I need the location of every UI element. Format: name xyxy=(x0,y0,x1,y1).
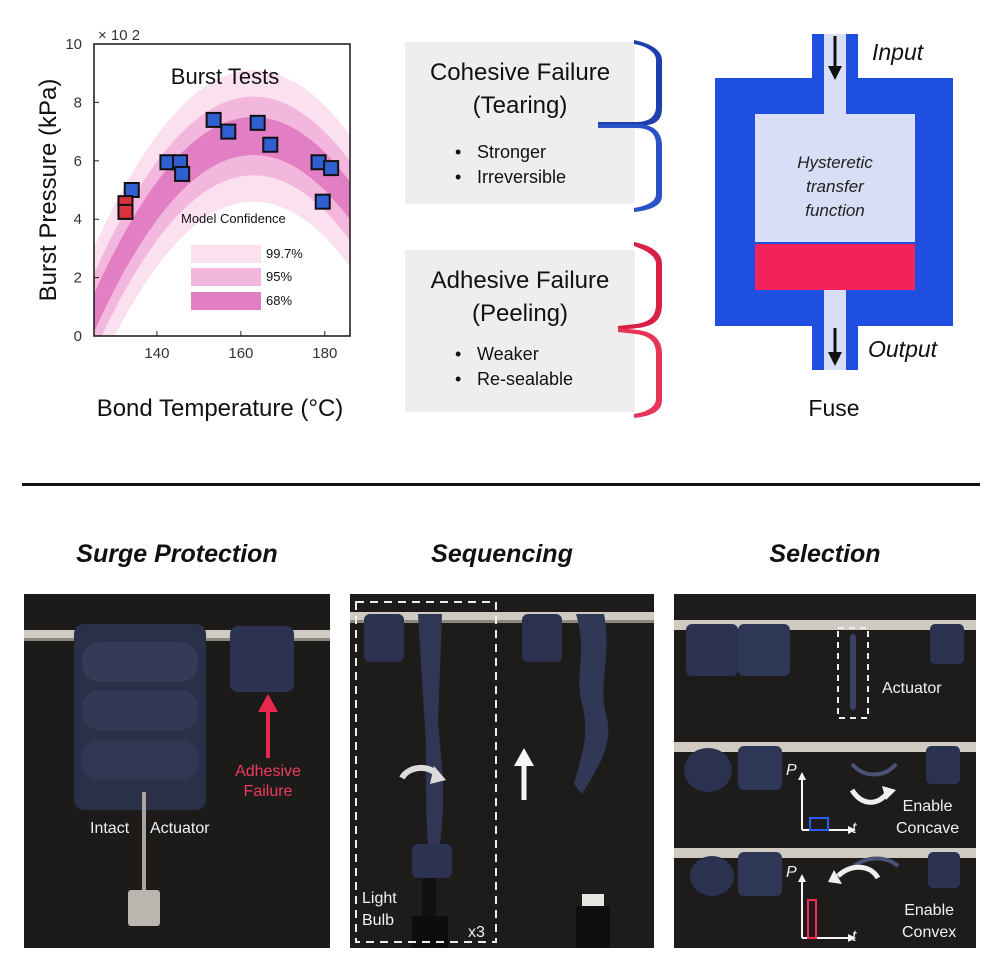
adhesive-title-line1: Adhesive Failure xyxy=(430,267,610,294)
surge-protection-photo: Adhesive Failure Intact Actuator xyxy=(24,594,330,948)
pt-plot-convex xyxy=(798,874,856,942)
x-tick-label: 160 xyxy=(228,345,253,362)
x-tick-label: 180 xyxy=(312,345,337,362)
axis-t-label-1: t xyxy=(852,820,857,837)
cohesive-bullet-irreversible: Irreversible xyxy=(451,165,566,190)
adhesive-failure-label: Adhesive Failure xyxy=(218,762,318,802)
adhesive-failure-box: Adhesive Failure (Peeling) Weaker Re-sea… xyxy=(405,250,635,412)
surge-scene xyxy=(24,594,330,948)
legend-label-95: 95% xyxy=(266,269,292,284)
bulb-label: Bulb xyxy=(362,912,395,929)
selection-title: Selection xyxy=(769,540,881,568)
y-tick-label: 4 xyxy=(74,211,82,228)
cohesive-tearing-icon xyxy=(598,40,662,212)
data-point xyxy=(220,123,237,140)
burst-tests-chart: 140 160 180 0 2 4 6 8 10 × 10 2 Burst Tests Mode… xyxy=(35,27,351,422)
enable-convex-line1: Enable xyxy=(904,902,955,919)
surge-protection-title: Surge Protection xyxy=(76,540,278,568)
legend-swatch-68 xyxy=(191,292,261,310)
data-point xyxy=(314,193,331,210)
selection-photo: Actuator P t Enable Concave P t Enable C… xyxy=(674,594,976,948)
confidence-band-68 xyxy=(94,117,350,333)
selection-actuator-dashed-box xyxy=(837,627,869,719)
y-tick-label: 8 xyxy=(74,94,82,111)
selection-actuator-label: Actuator xyxy=(882,680,942,697)
adhesive-failure-title: Adhesive Failure (Peeling) xyxy=(405,264,635,330)
adhesive-title-line2: (Peeling) xyxy=(471,300,569,327)
pt-plot-concave xyxy=(798,772,856,834)
chart-title: Burst Tests xyxy=(171,64,279,89)
light-label: Light xyxy=(362,890,397,907)
legend-swatch-99-7 xyxy=(191,245,261,263)
input-arrow-icon xyxy=(828,36,842,80)
cohesive-failure-title: Cohesive Failure (Tearing) xyxy=(405,56,635,122)
cohesive-title-line1: Cohesive Failure xyxy=(429,59,611,86)
adhesive-peeling-icon xyxy=(618,242,662,418)
hanging-weight xyxy=(128,890,160,926)
cohesive-bullets: Stronger Irreversible xyxy=(451,140,566,190)
up-arrow-white-icon xyxy=(514,748,534,800)
data-point xyxy=(323,160,340,177)
data-point xyxy=(123,182,140,198)
data-point xyxy=(117,203,134,220)
cohesive-bullet-stronger: Stronger xyxy=(451,140,566,165)
adhesive-bullets: Weaker Re-sealable xyxy=(451,342,573,392)
adhesive-bullet-weaker: Weaker xyxy=(451,342,573,367)
enable-convex-label: Enable Convex xyxy=(902,900,956,944)
cohesive-title-line2: (Tearing) xyxy=(472,92,568,119)
plot-frame xyxy=(93,43,351,337)
sequencing-photo: Light Bulb x3 xyxy=(350,594,654,948)
data-point xyxy=(174,165,191,182)
y-tick-label: 2 xyxy=(74,270,82,287)
fuse-inner-line2: transfer xyxy=(806,177,865,196)
enable-concave-label: Enable Concave xyxy=(896,796,959,840)
sequencing-scene xyxy=(350,594,654,948)
fuse-inner-line3: function xyxy=(805,201,865,220)
x3-label: x3 xyxy=(468,924,485,941)
fuse-chamber xyxy=(755,114,915,242)
sequencing-dashed-box xyxy=(355,601,497,943)
data-point xyxy=(262,136,279,153)
y-tick-label: 10 xyxy=(65,36,82,53)
axis-p-label-1: P xyxy=(786,762,797,779)
up-arrow-icon xyxy=(258,694,278,758)
fuse-diagram: Input Output Hysteretic transfer functio… xyxy=(715,34,953,421)
y-multiplier-label: × 10 2 xyxy=(98,27,140,44)
failed-actuator xyxy=(230,626,294,692)
data-point xyxy=(205,111,222,128)
fuse-output-label: Output xyxy=(868,336,939,362)
adhesive-failure-line2: Failure xyxy=(243,783,293,800)
enable-concave-line1: Enable xyxy=(902,798,953,815)
legend-swatch-95 xyxy=(191,268,261,286)
selection-scene xyxy=(674,594,976,948)
y-tick-label: 6 xyxy=(74,153,82,170)
x-tick-label: 140 xyxy=(144,345,169,362)
legend-title: Model Confidence xyxy=(181,211,286,226)
cohesive-failure-box: Cohesive Failure (Tearing) Stronger Irre… xyxy=(405,42,635,204)
axis-t-label-2: t xyxy=(852,928,857,945)
legend-label-68: 68% xyxy=(266,293,292,308)
fuse-red-seal xyxy=(755,244,915,290)
fuse-input-label: Input xyxy=(872,39,925,65)
enable-convex-line2: Convex xyxy=(902,924,957,941)
x-axis-label: Bond Temperature (°C) xyxy=(97,395,344,422)
data-point xyxy=(249,114,266,131)
light-bulb-label: Light Bulb xyxy=(362,888,397,932)
section-divider xyxy=(22,483,980,486)
adhesive-failure-line1: Adhesive xyxy=(235,763,301,780)
y-axis-label: Burst Pressure (kPa) xyxy=(35,79,62,302)
fuse-inner-line1: Hysteretic xyxy=(797,153,873,172)
fuse-caption: Fuse xyxy=(808,395,859,421)
adhesive-bullet-resealable: Re-sealable xyxy=(451,367,573,392)
legend-label-99-7: 99.7% xyxy=(266,246,303,261)
enable-concave-line2: Concave xyxy=(896,820,960,837)
output-arrow-icon xyxy=(828,328,842,366)
y-tick-label: 0 xyxy=(74,328,82,345)
actuator-label: Actuator xyxy=(150,820,210,837)
intact-label: Intact xyxy=(90,820,130,837)
axis-p-label-2: P xyxy=(786,864,797,881)
sequencing-title: Sequencing xyxy=(431,540,573,568)
curved-arrow-convex-icon xyxy=(836,864,881,880)
